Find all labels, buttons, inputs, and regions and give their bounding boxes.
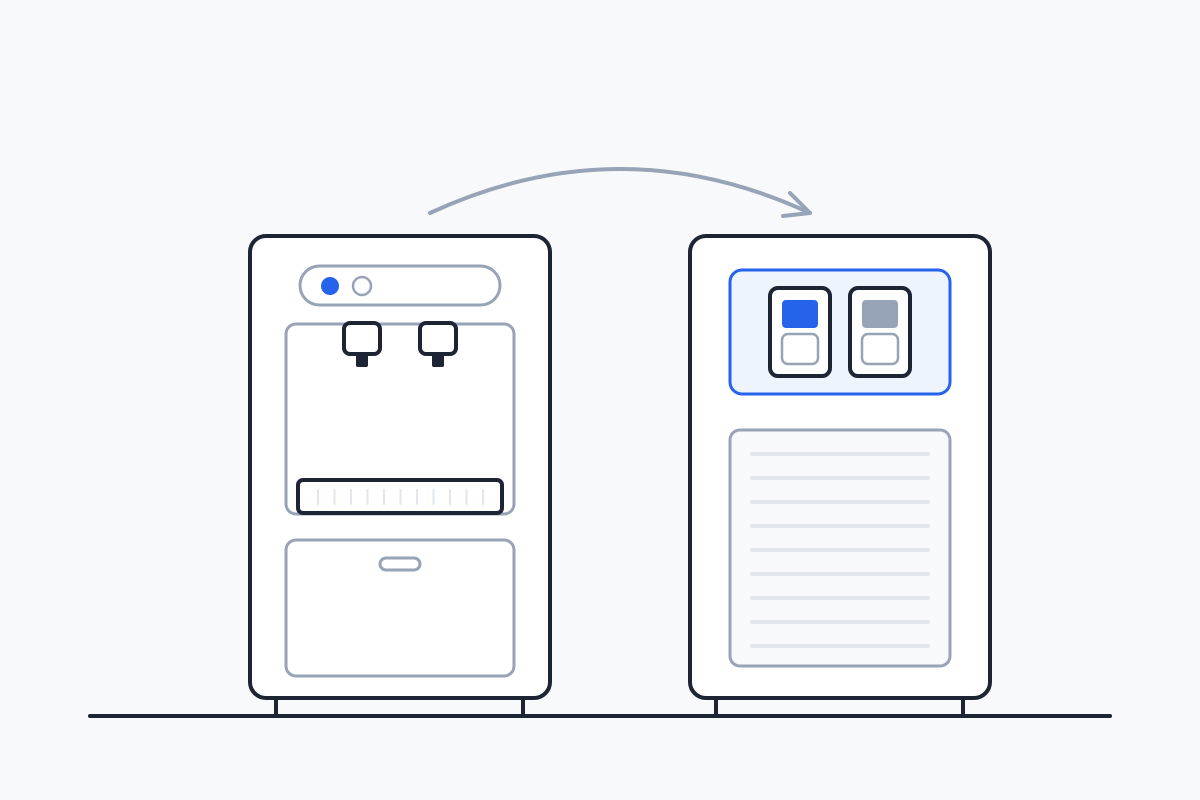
switch-grey xyxy=(848,286,912,378)
cabinet-handle xyxy=(378,556,422,572)
cabinet-door xyxy=(284,538,516,678)
indicator-active xyxy=(321,277,339,295)
dispenser-back-panel-icon xyxy=(688,234,992,716)
drip-tray xyxy=(296,478,504,515)
curved-arrow-right-icon xyxy=(428,167,812,218)
switch-blue xyxy=(768,286,832,378)
indicator-inactive xyxy=(351,275,373,297)
tap-left-icon xyxy=(342,321,382,367)
indicator-panel xyxy=(298,264,502,307)
tap-right-icon xyxy=(418,321,458,367)
water-dispenser-icon xyxy=(248,234,552,716)
switch-panel xyxy=(728,268,952,396)
